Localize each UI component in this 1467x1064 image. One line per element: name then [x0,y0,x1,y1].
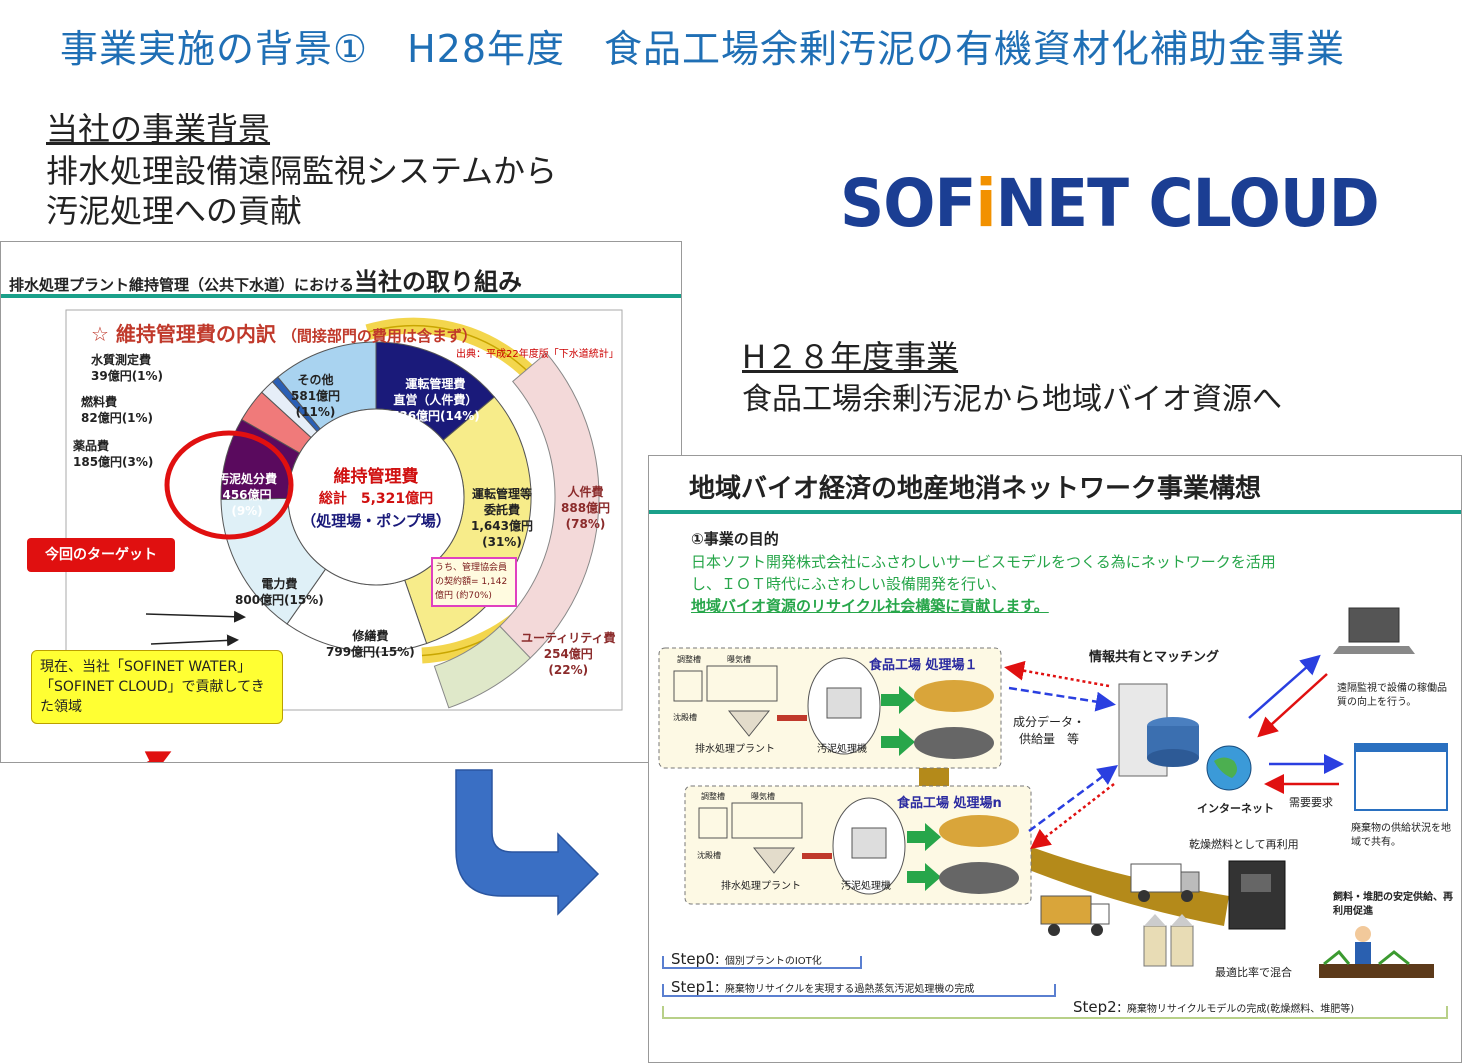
arrow-green-na [907,823,941,851]
dry-fuel-label: 乾燥燃料として再利用 [1189,838,1299,851]
arrow-target [144,751,172,762]
label-unten: 運転管理費直営（人件費）736億円(14%) [391,377,480,423]
divider [649,510,1461,514]
flow-arrow-icon [455,769,600,916]
internet-label: インターネット [1197,802,1274,815]
dryer-machine-icon [1228,860,1286,930]
arrow-green-nb [907,863,941,891]
divider [1,294,681,298]
arrow-remote-red [1257,673,1328,738]
arrow-remote-blue [1248,654,1321,719]
tank-label-3: 沈殿槽 [673,713,697,722]
pile-yellow-1 [914,680,994,712]
right-panel-title: 地域バイオ経済の地産地消ネットワーク事業構想 [689,474,1262,504]
plant-sketch-1 [673,657,881,755]
sludge-flow-1 [919,766,949,786]
factory-1-label: 食品工場 処理場１ [869,658,978,673]
purpose-line-1: 日本ソフト開発株式会社にふさわしいサービスモデルをつくる為にネットワークを活用 [691,553,1276,571]
target-circle [164,430,294,540]
arrow-nenryo [150,634,239,647]
step0-bracket [662,956,862,969]
h28-heading: H２８年度事業 [742,338,959,376]
farmer-icon [1319,926,1434,978]
maintenance-cost-panel: 排水処理プラント維持管理（公共下水道）における当社の取り組み ☆ 維持管理費の内… [0,241,682,763]
step1-label: Step1: 廃棄物リサイクルを実現する過熱蒸気汚泥処理機の完成 [671,978,975,996]
mix-label: 最適比率で混合 [1215,966,1292,979]
arrow-data-blue-1 [1008,686,1116,712]
plant-label-1: 排水処理プラント [695,744,775,755]
left-panel-title: 排水処理プラント維持管理（公共下水道）における当社の取り組み [9,268,523,296]
pile-gray-n [939,862,1019,894]
contract-share-box: うち、管理協会員の契約額= 1,142億円 (約70%) [431,557,517,607]
contribution-note: 現在、当社「SOFINET WATER」「SOFINET CLOUD」で貢献して… [31,650,283,724]
tank-label-1n: 調整槽 [701,792,725,801]
sludge-flow-band [1019,846,1229,926]
plant-sketch-n [698,797,906,895]
background-line-2: 汚泥処理への貢献 [46,192,303,230]
waste-share-note: 廃棄物の供給状況を地域で共有。 [1351,823,1451,848]
chart-title: ☆ 維持管理費の内訳（間接部門の費用は含まず） [91,322,477,346]
info-share-label: 情報共有とマッチング [1089,650,1220,665]
step0-label: Step0: 個別プラントのIOT化 [671,950,822,968]
demand-label: 需要要求 [1289,796,1333,809]
arrow-green-1a [881,686,915,714]
chart-source: 出典：平成22年度版「下水道統計」 [456,349,619,360]
arrow-green-1b [881,728,915,756]
step2-label: Step2: 廃棄物リサイクルモデルの完成(乾燥燃料、堆肥等) [1073,998,1355,1016]
sofinet-cloud-logo: SOFiNET CLOUD [840,165,1380,242]
arrow-suishitsu [145,610,246,623]
machine-label-n: 汚泥処理機 [841,881,891,892]
truck-icon-2 [1040,895,1110,936]
data-flow-label: 成分データ・ 供給量 等 [1013,715,1086,746]
background-line-1: 排水処理設備遠隔監視システムから [46,152,558,190]
feed-note: 飼料・堆肥の安定供給、再利用促進 [1333,892,1453,917]
dashboard-screen-icon [1354,743,1448,811]
factory-n-label: 食品工場 処理場n [897,796,1002,811]
step1-bracket [662,984,1056,997]
pie-center: 維持管理費 総計 5,321億円 （処理場・ポンプ場） [301,467,451,530]
plant-label-n: 排水処理プラント [721,881,801,892]
bio-network-panel: 地域バイオ経済の地産地消ネットワーク事業構想 ①事業の目的 日本ソフト開発株式会… [648,455,1462,1063]
arrow-data-blue-n [1028,765,1119,833]
pile-gray-1 [914,727,994,759]
target-label: 今回のターゲット [27,538,175,572]
h28-description: 食品工場余剰汚泥から地域バイオ資源へ [742,382,1282,417]
network-diagram [658,607,1448,1019]
silo-icon [1143,914,1194,967]
step2-bracket [662,1006,1448,1019]
purpose-heading: ①事業の目的 [691,530,779,548]
pile-yellow-n [939,815,1019,847]
outer-slice-utility [433,625,531,709]
tank-label-2n: 曝気槽 [751,792,775,801]
tank-label-2: 曝気槽 [727,655,751,664]
arrow-data-red-n [1030,783,1115,850]
laptop-icon [1348,607,1400,643]
tank-label-3n: 沈殿槽 [697,851,721,860]
machine-label-1: 汚泥処理機 [817,744,867,755]
truck-icon-1 [1130,863,1200,902]
background-heading: 当社の事業背景 [46,110,271,148]
arrow-data-red-1 [1004,660,1110,688]
tank-label-1: 調整槽 [677,655,701,664]
chart-frame [65,309,623,711]
purpose-line-2: し、ＩＯＴ時代にふさわしい設備開発を行い、 [691,575,1007,593]
remote-monitoring-note: 遠隔監視で設備の稼働品質の向上を行う。 [1337,683,1447,708]
purpose-line-3: 地域バイオ資源のリサイクル社会構築に貢献します。 [691,597,1049,615]
page-title: 事業実施の背景① H28年度 食品工場余剰汚泥の有機資材化補助金事業 [60,27,1345,71]
